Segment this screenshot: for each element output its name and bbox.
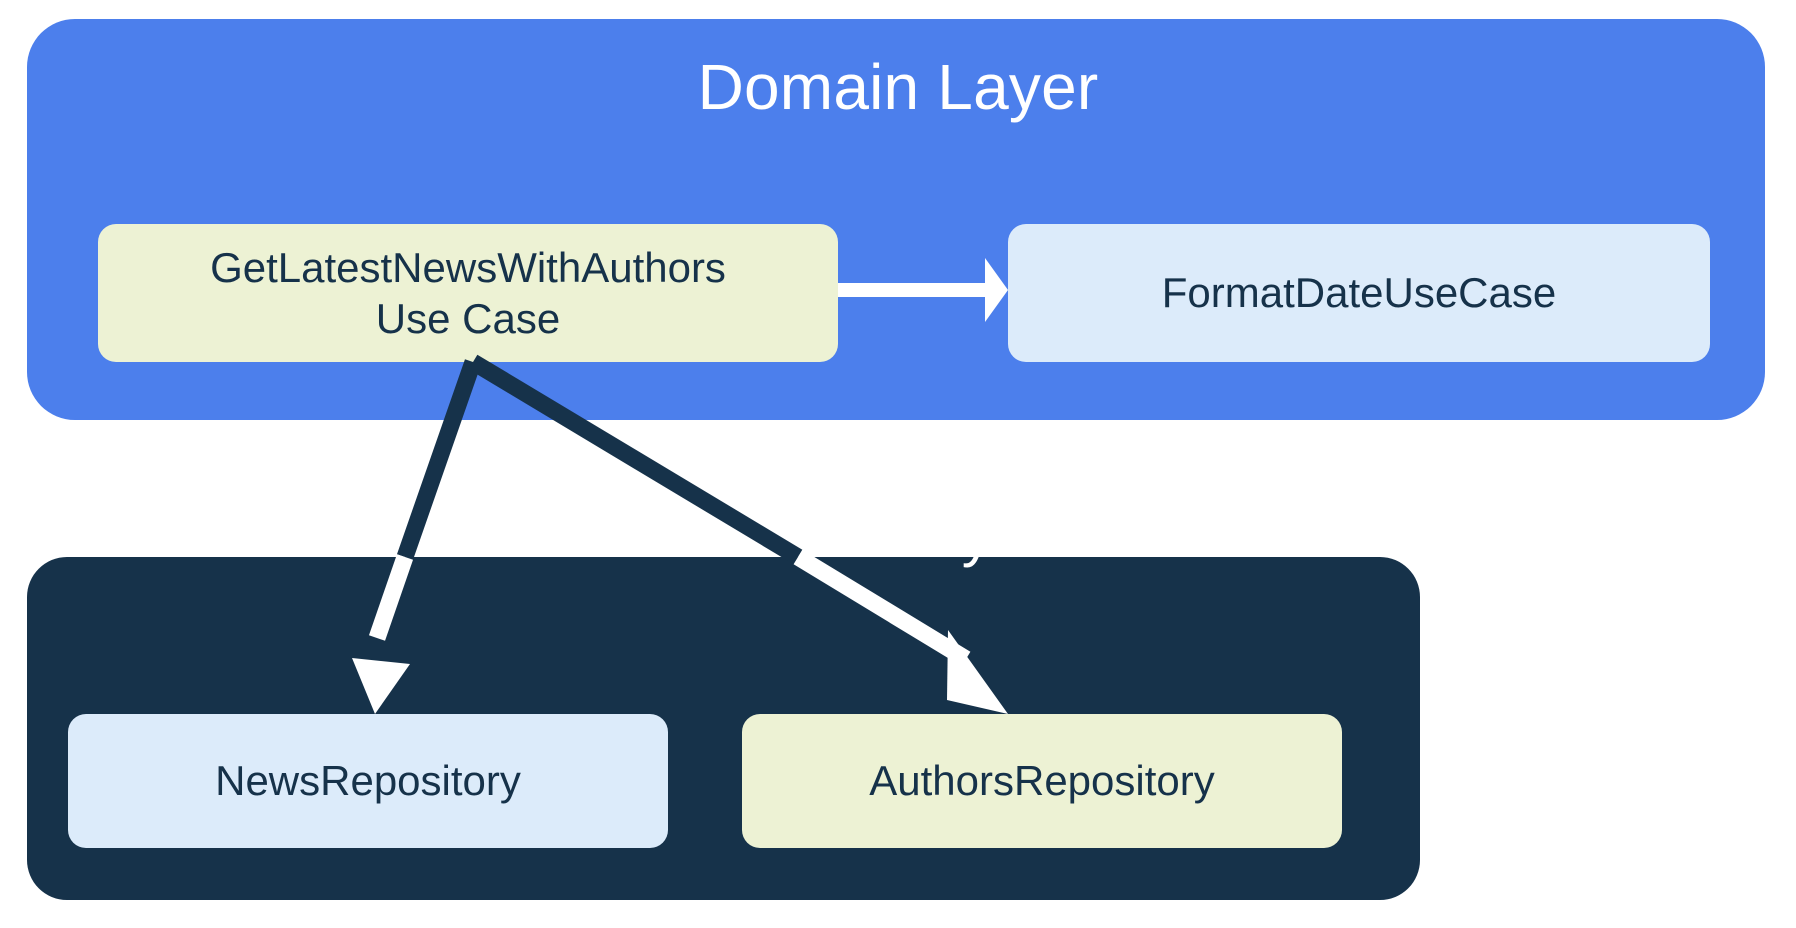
node-get-latest-news-with-authors-use-case[interactable]: GetLatestNewsWithAuthors Use Case (98, 224, 838, 362)
domain-layer-title: Domain Layer (697, 51, 1099, 123)
node-format-date-use-case[interactable]: FormatDateUseCase (1008, 224, 1710, 362)
node-news-repository[interactable]: NewsRepository (68, 714, 668, 848)
data-layer-title: Data Layer (750, 501, 1046, 568)
node-authors-repository[interactable]: AuthorsRepository (742, 714, 1342, 848)
